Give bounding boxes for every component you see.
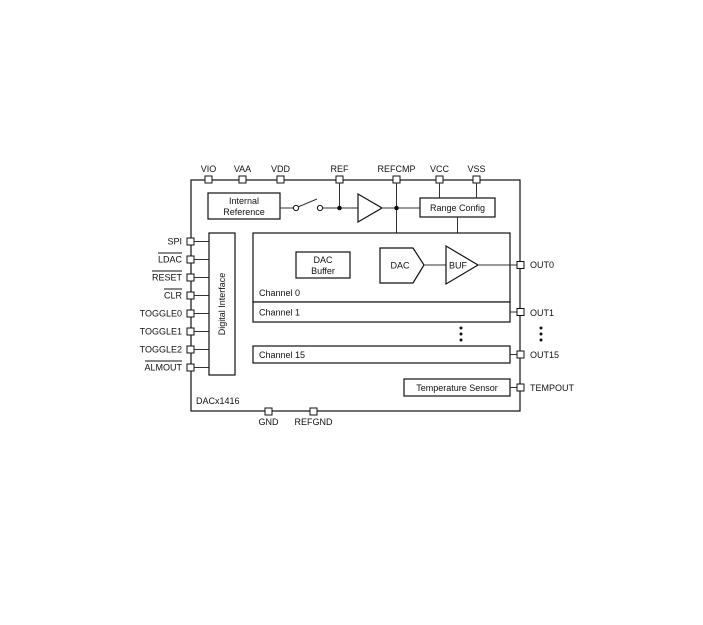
- pin-refcmp: [392, 175, 401, 184]
- pin-spi: [186, 237, 195, 246]
- pin-label-out1: OUT1: [530, 308, 554, 318]
- dac-label: DAC: [390, 261, 410, 271]
- internal-reference-label-line1: Internal: [229, 196, 259, 206]
- dac-block: [379, 247, 425, 284]
- pin-out1: [516, 308, 525, 316]
- pin-label-spi: SPI: [167, 237, 182, 247]
- channel-15-label: Channel 15: [259, 350, 305, 360]
- buf-amplifier: [445, 244, 480, 286]
- junction-refcmp: [394, 205, 399, 211]
- pin-vdd: [276, 175, 285, 184]
- switch-contact-right: [316, 204, 324, 212]
- pin-almout: [186, 363, 195, 372]
- ellipsis-dot-inner-2: [459, 332, 463, 336]
- pin-label-vcc: VCC: [430, 164, 450, 174]
- pin-tempout: [516, 383, 525, 392]
- internal-reference-label-line2: Reference: [223, 207, 265, 217]
- pin-vio: [204, 175, 213, 184]
- pin-label-vaa: VAA: [234, 164, 251, 174]
- pin-vss: [472, 175, 481, 184]
- internal-reference-block: [207, 192, 281, 220]
- pin-label-toggle2: TOGGLE2: [140, 345, 182, 355]
- pin-label-vio: VIO: [201, 164, 217, 174]
- pin-label-vdd: VDD: [271, 164, 291, 174]
- pin-toggle1: [186, 327, 195, 336]
- pin-ref: [335, 175, 344, 184]
- pin-label-out15: OUT15: [530, 350, 559, 360]
- pin-label-out0: OUT0: [530, 260, 554, 270]
- pin-label-almout: ALMOUT: [144, 363, 182, 373]
- dac-buffer-block: [295, 251, 351, 279]
- pin-label-clr: CLR: [164, 291, 183, 301]
- pin-refgnd: [309, 407, 318, 416]
- pin-label-tempout: TEMPOUT: [530, 383, 575, 393]
- pin-label-reset: RESET: [152, 273, 183, 283]
- pin-gnd: [264, 407, 273, 416]
- pin-label-ref: REF: [331, 164, 350, 174]
- digital-interface-block: [208, 232, 236, 376]
- switch-blade: [297, 198, 318, 208]
- range-config-label: Range Config: [430, 203, 485, 213]
- chip-name: DACx1416: [196, 396, 240, 406]
- pin-vcc: [435, 175, 444, 184]
- pin-label-vss: VSS: [467, 164, 485, 174]
- pin-ldac: [186, 255, 195, 264]
- pin-label-ldac: LDAC: [158, 255, 183, 265]
- ellipsis-dot-outer-2: [539, 332, 543, 336]
- pin-out15: [516, 350, 525, 359]
- ellipsis-dot-outer-3: [539, 338, 543, 342]
- dac-buffer-label-line2: Buffer: [311, 266, 335, 276]
- pin-label-toggle1: TOGGLE1: [140, 327, 182, 337]
- pin-label-toggle0: TOGGLE0: [140, 309, 182, 319]
- channel-0-label: Channel 0: [259, 288, 300, 298]
- switch-contact-left: [292, 204, 300, 212]
- pin-label-refcmp: REFCMP: [378, 164, 416, 174]
- pin-label-refgnd: REFGND: [295, 417, 334, 427]
- pin-reset: [186, 273, 195, 282]
- dac-buffer-label-line1: DAC: [313, 255, 333, 265]
- junction-ref: [337, 205, 342, 211]
- pin-label-gnd: GND: [259, 417, 280, 427]
- reference-amplifier: [357, 192, 384, 224]
- pin-toggle2: [186, 345, 195, 354]
- channel-1-label: Channel 1: [259, 308, 300, 318]
- ellipsis-dot-inner-3: [459, 338, 463, 342]
- pin-out0: [516, 261, 525, 269]
- ellipsis-dot-outer-1: [539, 326, 543, 330]
- pin-clr: [186, 291, 195, 300]
- ellipsis-dot-inner-1: [459, 326, 463, 330]
- digital-interface-label: Digital Interface: [217, 273, 227, 336]
- buf-label: BUF: [449, 261, 468, 271]
- pin-toggle0: [186, 309, 195, 318]
- pin-vaa: [238, 175, 247, 184]
- temperature-sensor-label: Temperature Sensor: [416, 383, 498, 393]
